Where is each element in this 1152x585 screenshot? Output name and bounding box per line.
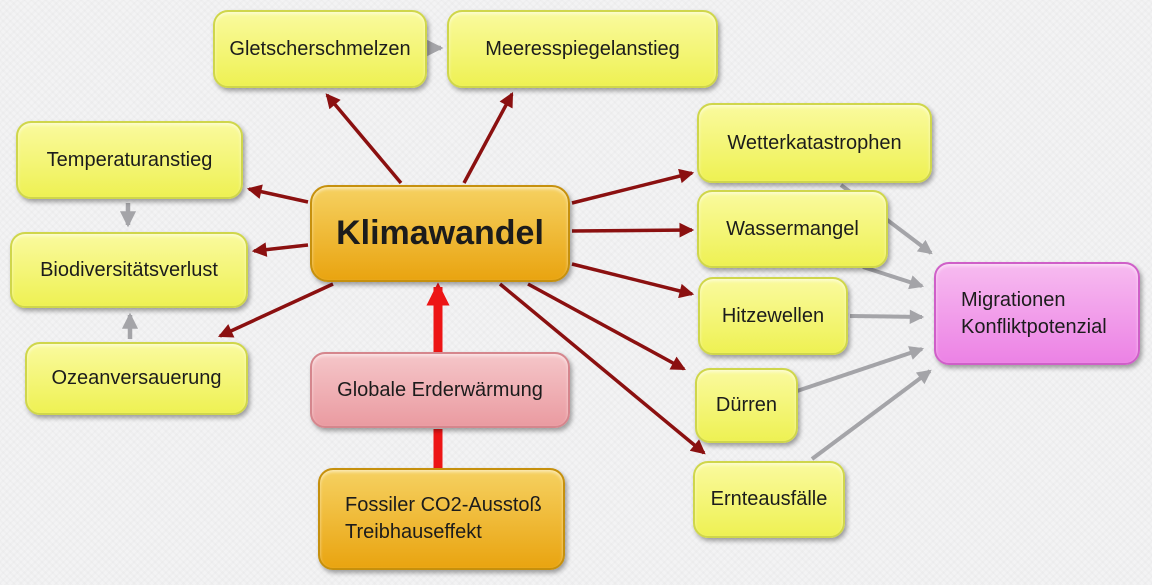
node-label: Ozeanversauerung xyxy=(51,367,222,389)
edge-klimawandel-ernteausfaelle xyxy=(498,282,706,455)
node-wassermangel[interactable]: Wassermangel xyxy=(697,190,888,268)
node-klimawandel[interactable]: Klimawandel xyxy=(310,185,570,282)
node-label: Biodiversitätsverlust xyxy=(40,258,218,281)
node-label: Dürren xyxy=(715,394,778,416)
node-biodiversitaetsverlust[interactable]: Biodiversitätsverlust xyxy=(10,232,248,308)
node-duerren[interactable]: Dürren xyxy=(695,368,798,443)
node-label: Ernteausfälle xyxy=(710,488,828,510)
node-wetterkatastrophen[interactable]: Wetterkatastrophen xyxy=(697,103,932,183)
edge-wassermangel-migrationen xyxy=(862,265,925,290)
edge-klimawandel-duerren xyxy=(527,282,686,371)
node-ernteausfaelle[interactable]: Ernteausfälle xyxy=(693,461,845,538)
node-label: Treibhauseffekt xyxy=(345,521,482,543)
node-hitzewellen[interactable]: Hitzewellen xyxy=(698,277,848,355)
edge-klimawandel-gletscherschmelzen xyxy=(325,93,403,185)
node-label: Konfliktpotenzial xyxy=(961,315,1107,338)
node-label: Hitzewellen xyxy=(721,304,825,327)
edge-klimawandel-wetterkatastrophen xyxy=(571,168,695,205)
node-label: Temperaturanstieg xyxy=(46,148,213,171)
edge-klimawandel-hitzewellen xyxy=(571,262,695,299)
node-temperaturanstieg[interactable]: Temperaturanstieg xyxy=(16,121,243,199)
node-label: Fossiler CO2-Ausstoß xyxy=(345,494,542,516)
node-meeresspiegelanstieg[interactable]: Meeresspiegelanstieg xyxy=(447,10,718,88)
edge-klimawandel-biodiversitaetsverlust xyxy=(251,242,309,257)
edge-klimawandel-temperaturanstieg xyxy=(246,184,309,204)
node-gletscherschmelzen[interactable]: Gletscherschmelzen xyxy=(213,10,427,88)
edge-klimawandel-wassermangel xyxy=(571,222,695,238)
edge-klimawandel-ozeanversauerung xyxy=(217,282,334,338)
node-label: Wassermangel xyxy=(726,217,859,240)
edge-klimawandel-meeresspiegelanstieg xyxy=(462,92,514,184)
node-label: Klimawandel xyxy=(336,213,544,252)
node-label: Globale Erderwärmung xyxy=(337,378,543,401)
node-label: Wetterkatastrophen xyxy=(727,131,902,154)
edge-ernteausfaelle-migrationen xyxy=(810,369,932,461)
node-globale-erderwaermung[interactable]: Globale Erderwärmung xyxy=(310,352,570,428)
node-label: Meeresspiegelanstieg xyxy=(485,37,680,60)
node-label: Migrationen xyxy=(961,288,1066,311)
node-label: Gletscherschmelzen xyxy=(229,37,411,60)
node-ozeanversauerung[interactable]: Ozeanversauerung xyxy=(25,342,248,415)
edge-hitzewellen-migrationen xyxy=(849,309,925,325)
edge-duerren-migrationen xyxy=(796,346,925,393)
